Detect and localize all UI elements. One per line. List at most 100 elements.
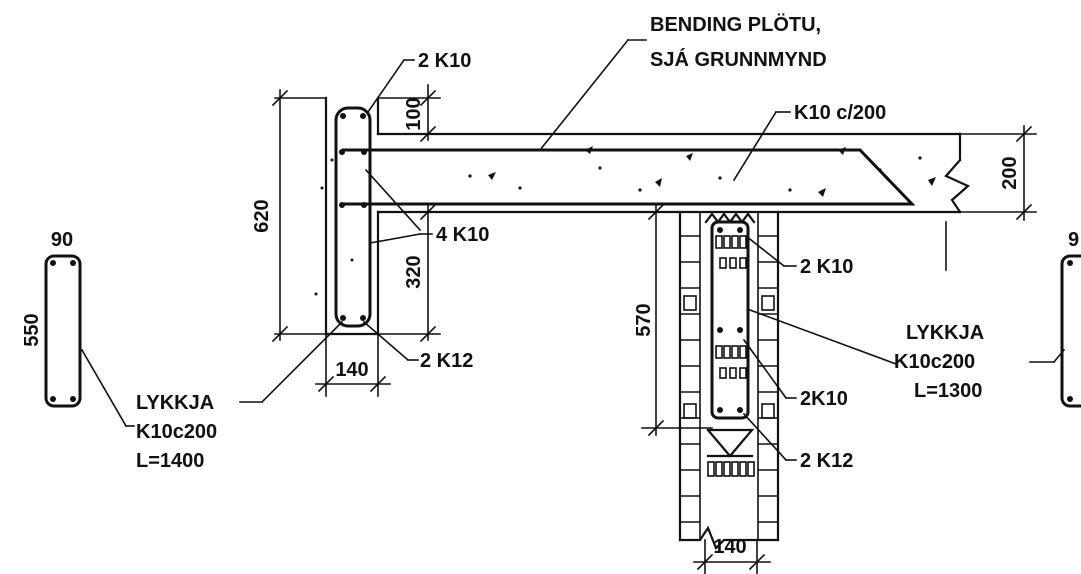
dim-tick bbox=[271, 325, 289, 343]
concrete-aggregate bbox=[585, 146, 593, 154]
wall-bottom-bar bbox=[717, 407, 723, 413]
wall-tie bbox=[761, 295, 775, 311]
stirrup-right-length: L=1300 bbox=[914, 380, 982, 402]
wall-width-dim: 140 bbox=[713, 536, 746, 558]
beam-width-dim: 140 bbox=[335, 359, 368, 381]
dim-tick bbox=[419, 325, 437, 343]
slab-reinforcement-bar bbox=[342, 148, 916, 206]
beam-bottom-bars-label: 2 K12 bbox=[420, 350, 473, 372]
wall-top-bars-leader bbox=[744, 234, 786, 268]
stirrup-right-width-dim: 9 bbox=[1068, 229, 1079, 251]
wall-bar-group-mid bbox=[715, 345, 747, 379]
wall-tie bbox=[683, 403, 697, 419]
dim-tick bbox=[1015, 125, 1033, 143]
beam-top-bar bbox=[360, 113, 366, 119]
stirrup-left-corner-bar bbox=[50, 396, 56, 402]
slab-thickness-dim: 200 bbox=[999, 156, 1021, 189]
beam-section bbox=[314, 96, 380, 336]
stirrup-left-pointer bbox=[260, 320, 344, 404]
slab-dimension bbox=[959, 125, 1037, 221]
concrete-aggregate bbox=[350, 258, 354, 262]
dim-tick bbox=[647, 419, 665, 437]
concrete-aggregate bbox=[598, 166, 602, 170]
bending-note-line2: SJÁ GRUNNMYND bbox=[650, 48, 827, 71]
stirrup-right bbox=[1060, 254, 1081, 408]
stirrup-left-width-dim: 90 bbox=[51, 229, 73, 251]
wall-bottom-bars-label: 2 K12 bbox=[800, 450, 853, 472]
beam-side-bars-leader bbox=[364, 168, 422, 232]
dim-tick bbox=[696, 553, 714, 571]
dim-tick bbox=[748, 553, 766, 571]
wall-section bbox=[678, 210, 780, 550]
concrete-aggregate bbox=[314, 292, 318, 296]
concrete-aggregate bbox=[655, 178, 662, 187]
wall-dimensions bbox=[641, 203, 771, 574]
concrete-aggregate bbox=[718, 176, 722, 180]
wall-tie bbox=[761, 403, 775, 419]
bending-note-line1: BENDING PLÖTU, bbox=[650, 13, 821, 36]
dim-tick bbox=[647, 203, 665, 221]
wall-bottom-bars-leader bbox=[742, 412, 788, 462]
beam-top-dim: 100 bbox=[403, 97, 425, 130]
wall-bottom-bar bbox=[737, 407, 743, 413]
wall-top-bar bbox=[737, 227, 743, 233]
stirrup-left-corner-bar bbox=[70, 260, 76, 266]
dim-tick bbox=[271, 89, 289, 107]
wall-anchor-triangle bbox=[706, 428, 755, 458]
stirrup-left-height-dim: 550 bbox=[21, 313, 43, 346]
wall-top-bars-label: 2 K10 bbox=[800, 256, 853, 278]
concrete-aggregate bbox=[928, 177, 936, 186]
beam-top-bar bbox=[340, 113, 346, 119]
wall-stirrup bbox=[710, 220, 750, 420]
beam-stirrup bbox=[334, 106, 372, 328]
wall-mid-bars-leader bbox=[742, 338, 788, 400]
beam-side-bars-label: 4 K10 bbox=[436, 224, 489, 246]
wall-break-line bbox=[678, 525, 780, 550]
concrete-aggregate bbox=[686, 153, 693, 161]
concrete-aggregate bbox=[468, 174, 472, 178]
beam-dimensions bbox=[271, 84, 441, 397]
stirrup-left-spec: K10c200 bbox=[136, 421, 217, 443]
slab-reinforcement-leader bbox=[732, 110, 778, 182]
stirrup-left-length: L=1400 bbox=[136, 450, 204, 472]
stirrup-left bbox=[44, 254, 135, 428]
dim-tick bbox=[317, 375, 335, 393]
beam-side-bars-leader bbox=[369, 233, 421, 244]
concrete-aggregate bbox=[918, 156, 922, 160]
stirrup-right-name: LYKKJA bbox=[906, 322, 984, 344]
stirrup-left-corner-bar bbox=[50, 260, 56, 266]
concrete-aggregate bbox=[518, 186, 522, 190]
stirrup-right-corner-bar bbox=[1067, 260, 1073, 266]
concrete-aggregate bbox=[838, 147, 846, 155]
stirrup-left-corner-bar bbox=[70, 396, 76, 402]
concrete-aggregate bbox=[320, 186, 324, 190]
stirrup-right-pointer bbox=[748, 308, 898, 366]
dim-tick bbox=[419, 89, 437, 107]
wall-top-bar bbox=[717, 227, 723, 233]
wall-tie bbox=[683, 295, 697, 311]
beam-bottom-bar bbox=[340, 315, 346, 321]
beam-inner-dim: 320 bbox=[403, 255, 425, 288]
bending-note-leader bbox=[538, 38, 630, 152]
wall-height-dim: 570 bbox=[633, 303, 655, 336]
beam-bottom-bar bbox=[360, 315, 366, 321]
slab-break-line bbox=[944, 158, 971, 214]
dim-tick bbox=[1015, 203, 1033, 221]
beam-top-bars-leader bbox=[366, 58, 406, 114]
stirrup-right-corner-bar bbox=[1067, 396, 1073, 402]
wall-bar-group-bottom bbox=[707, 461, 755, 477]
beam-height-dim: 620 bbox=[251, 199, 273, 232]
concrete-aggregate bbox=[488, 172, 496, 180]
concrete-aggregate bbox=[638, 188, 642, 192]
dim-tick bbox=[369, 375, 387, 393]
stirrup-right-loop bbox=[1060, 254, 1081, 408]
concrete-aggregate bbox=[330, 158, 334, 162]
beam-top-bars-label: 2 K10 bbox=[418, 50, 471, 72]
beam-bottom-bars-leader bbox=[362, 320, 410, 362]
stirrup-right-spec: K10c200 bbox=[894, 351, 975, 373]
wall-mid-bars-label: 2K10 bbox=[800, 388, 848, 410]
wall-mid-bar bbox=[737, 327, 743, 333]
stirrup-left-leader bbox=[80, 348, 128, 428]
slab bbox=[342, 132, 971, 271]
